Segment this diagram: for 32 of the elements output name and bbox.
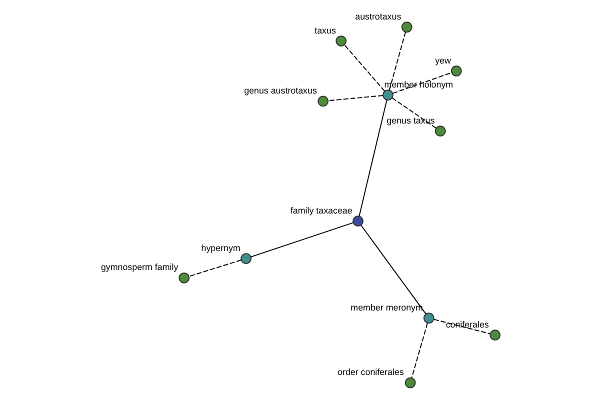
node-label: austrotaxus (355, 11, 402, 22)
node-circle (318, 96, 329, 107)
connector (250, 222, 354, 258)
connector (388, 31, 406, 91)
node-label: gymnosperm family (100, 262, 178, 272)
connector (360, 224, 426, 315)
node-circle (352, 216, 364, 226)
node-label: yew (435, 55, 451, 66)
connector (344, 44, 386, 92)
node-label: order coniferales (338, 367, 404, 378)
connector (411, 322, 428, 378)
node-circle (404, 377, 416, 388)
connector (328, 95, 384, 102)
node-circle (423, 312, 434, 324)
node-circle (450, 66, 462, 76)
node-label: taxus (314, 25, 336, 36)
node-circle (401, 22, 412, 33)
connector (392, 72, 452, 94)
node-circle (490, 330, 501, 341)
connector (358, 100, 388, 216)
connector (188, 260, 242, 277)
node-circle (240, 253, 252, 264)
node-label: genus taxus (386, 115, 435, 126)
node-label: hypernym (201, 242, 240, 253)
node-circle (434, 126, 446, 137)
node-label: member holonym (384, 79, 454, 90)
node-label: family taxaceae (290, 205, 352, 216)
connector (392, 97, 437, 129)
node-label: genus austrotaxus (244, 85, 317, 96)
node-circle (382, 90, 394, 100)
node-circle (336, 36, 347, 46)
node-circle (178, 272, 190, 284)
